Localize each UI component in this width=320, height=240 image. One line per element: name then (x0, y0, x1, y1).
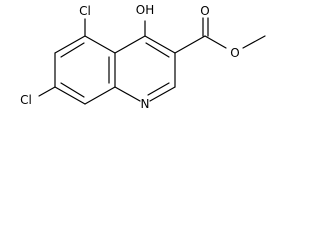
atom-labels: OH Cl Cl N O O (20, 3, 240, 111)
bond (144, 35, 176, 54)
bond (60, 42, 85, 58)
chemical-structure-diagram: OH Cl Cl N O O (20, 3, 266, 111)
bond (145, 42, 170, 58)
hydroxyl-label: OH (136, 3, 154, 17)
bond (84, 35, 116, 54)
bond (38, 86, 56, 97)
bonds (38, 17, 266, 105)
bond (114, 35, 146, 54)
nitrogen-label: N (141, 97, 150, 111)
bond (54, 35, 86, 54)
bond (84, 86, 116, 105)
bond (114, 86, 141, 102)
bond (149, 86, 176, 102)
chlorine-top-label: Cl (79, 4, 91, 18)
bond (54, 86, 86, 105)
bond (174, 35, 206, 54)
chlorine-bottom-label: Cl (20, 93, 32, 107)
bond (60, 82, 85, 98)
bond (204, 35, 227, 49)
bond (147, 82, 170, 96)
ester-oxygen-label: O (230, 46, 239, 60)
carbonyl-oxygen-label: O (200, 4, 209, 18)
bond (242, 35, 266, 49)
